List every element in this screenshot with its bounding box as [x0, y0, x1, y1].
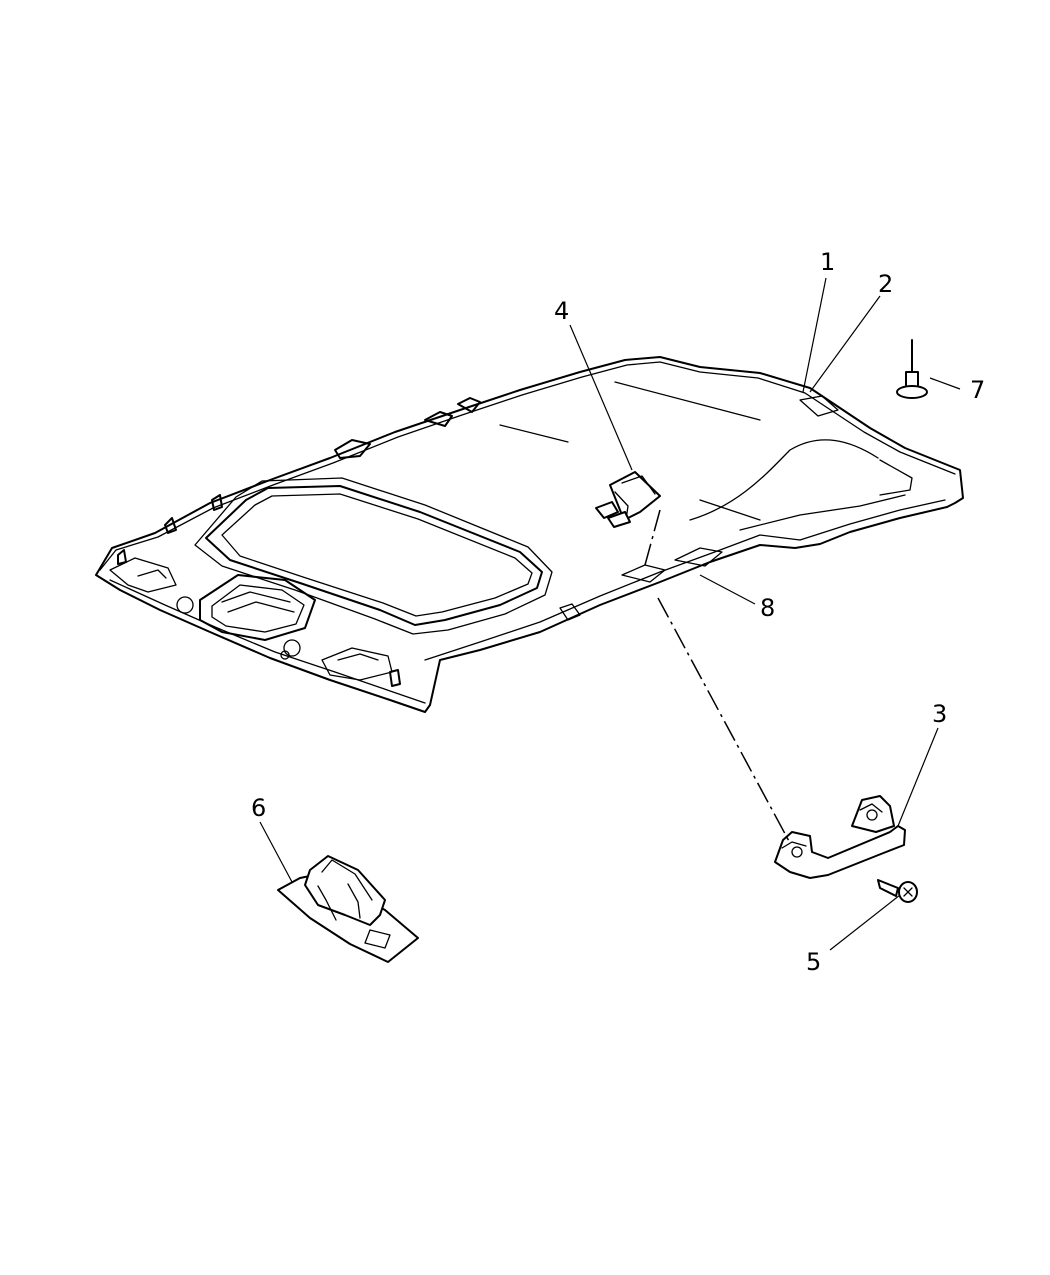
assembly-centerline [644, 509, 661, 566]
leader-lines [259, 277, 961, 951]
callout-3: 3 [932, 700, 947, 728]
callout-8: 8 [760, 594, 775, 622]
part-4-retainer-clip [595, 471, 661, 528]
sunroof-opening [194, 477, 553, 635]
part-7-push-fastener [896, 339, 928, 399]
callout-2: 2 [878, 270, 893, 298]
part-6-clip-bracket [277, 855, 419, 963]
overhead-console-recess [199, 574, 316, 641]
callout-6: 6 [251, 794, 266, 822]
part-3-assist-handle [774, 795, 906, 879]
callout-7: 7 [970, 376, 985, 404]
callout-5: 5 [806, 948, 821, 976]
callout-4: 4 [554, 297, 569, 325]
headliner-panel [95, 356, 964, 713]
assembly-centerline-lower [657, 597, 791, 844]
callout-1: 1 [820, 248, 835, 276]
part-5-screw [877, 879, 918, 903]
